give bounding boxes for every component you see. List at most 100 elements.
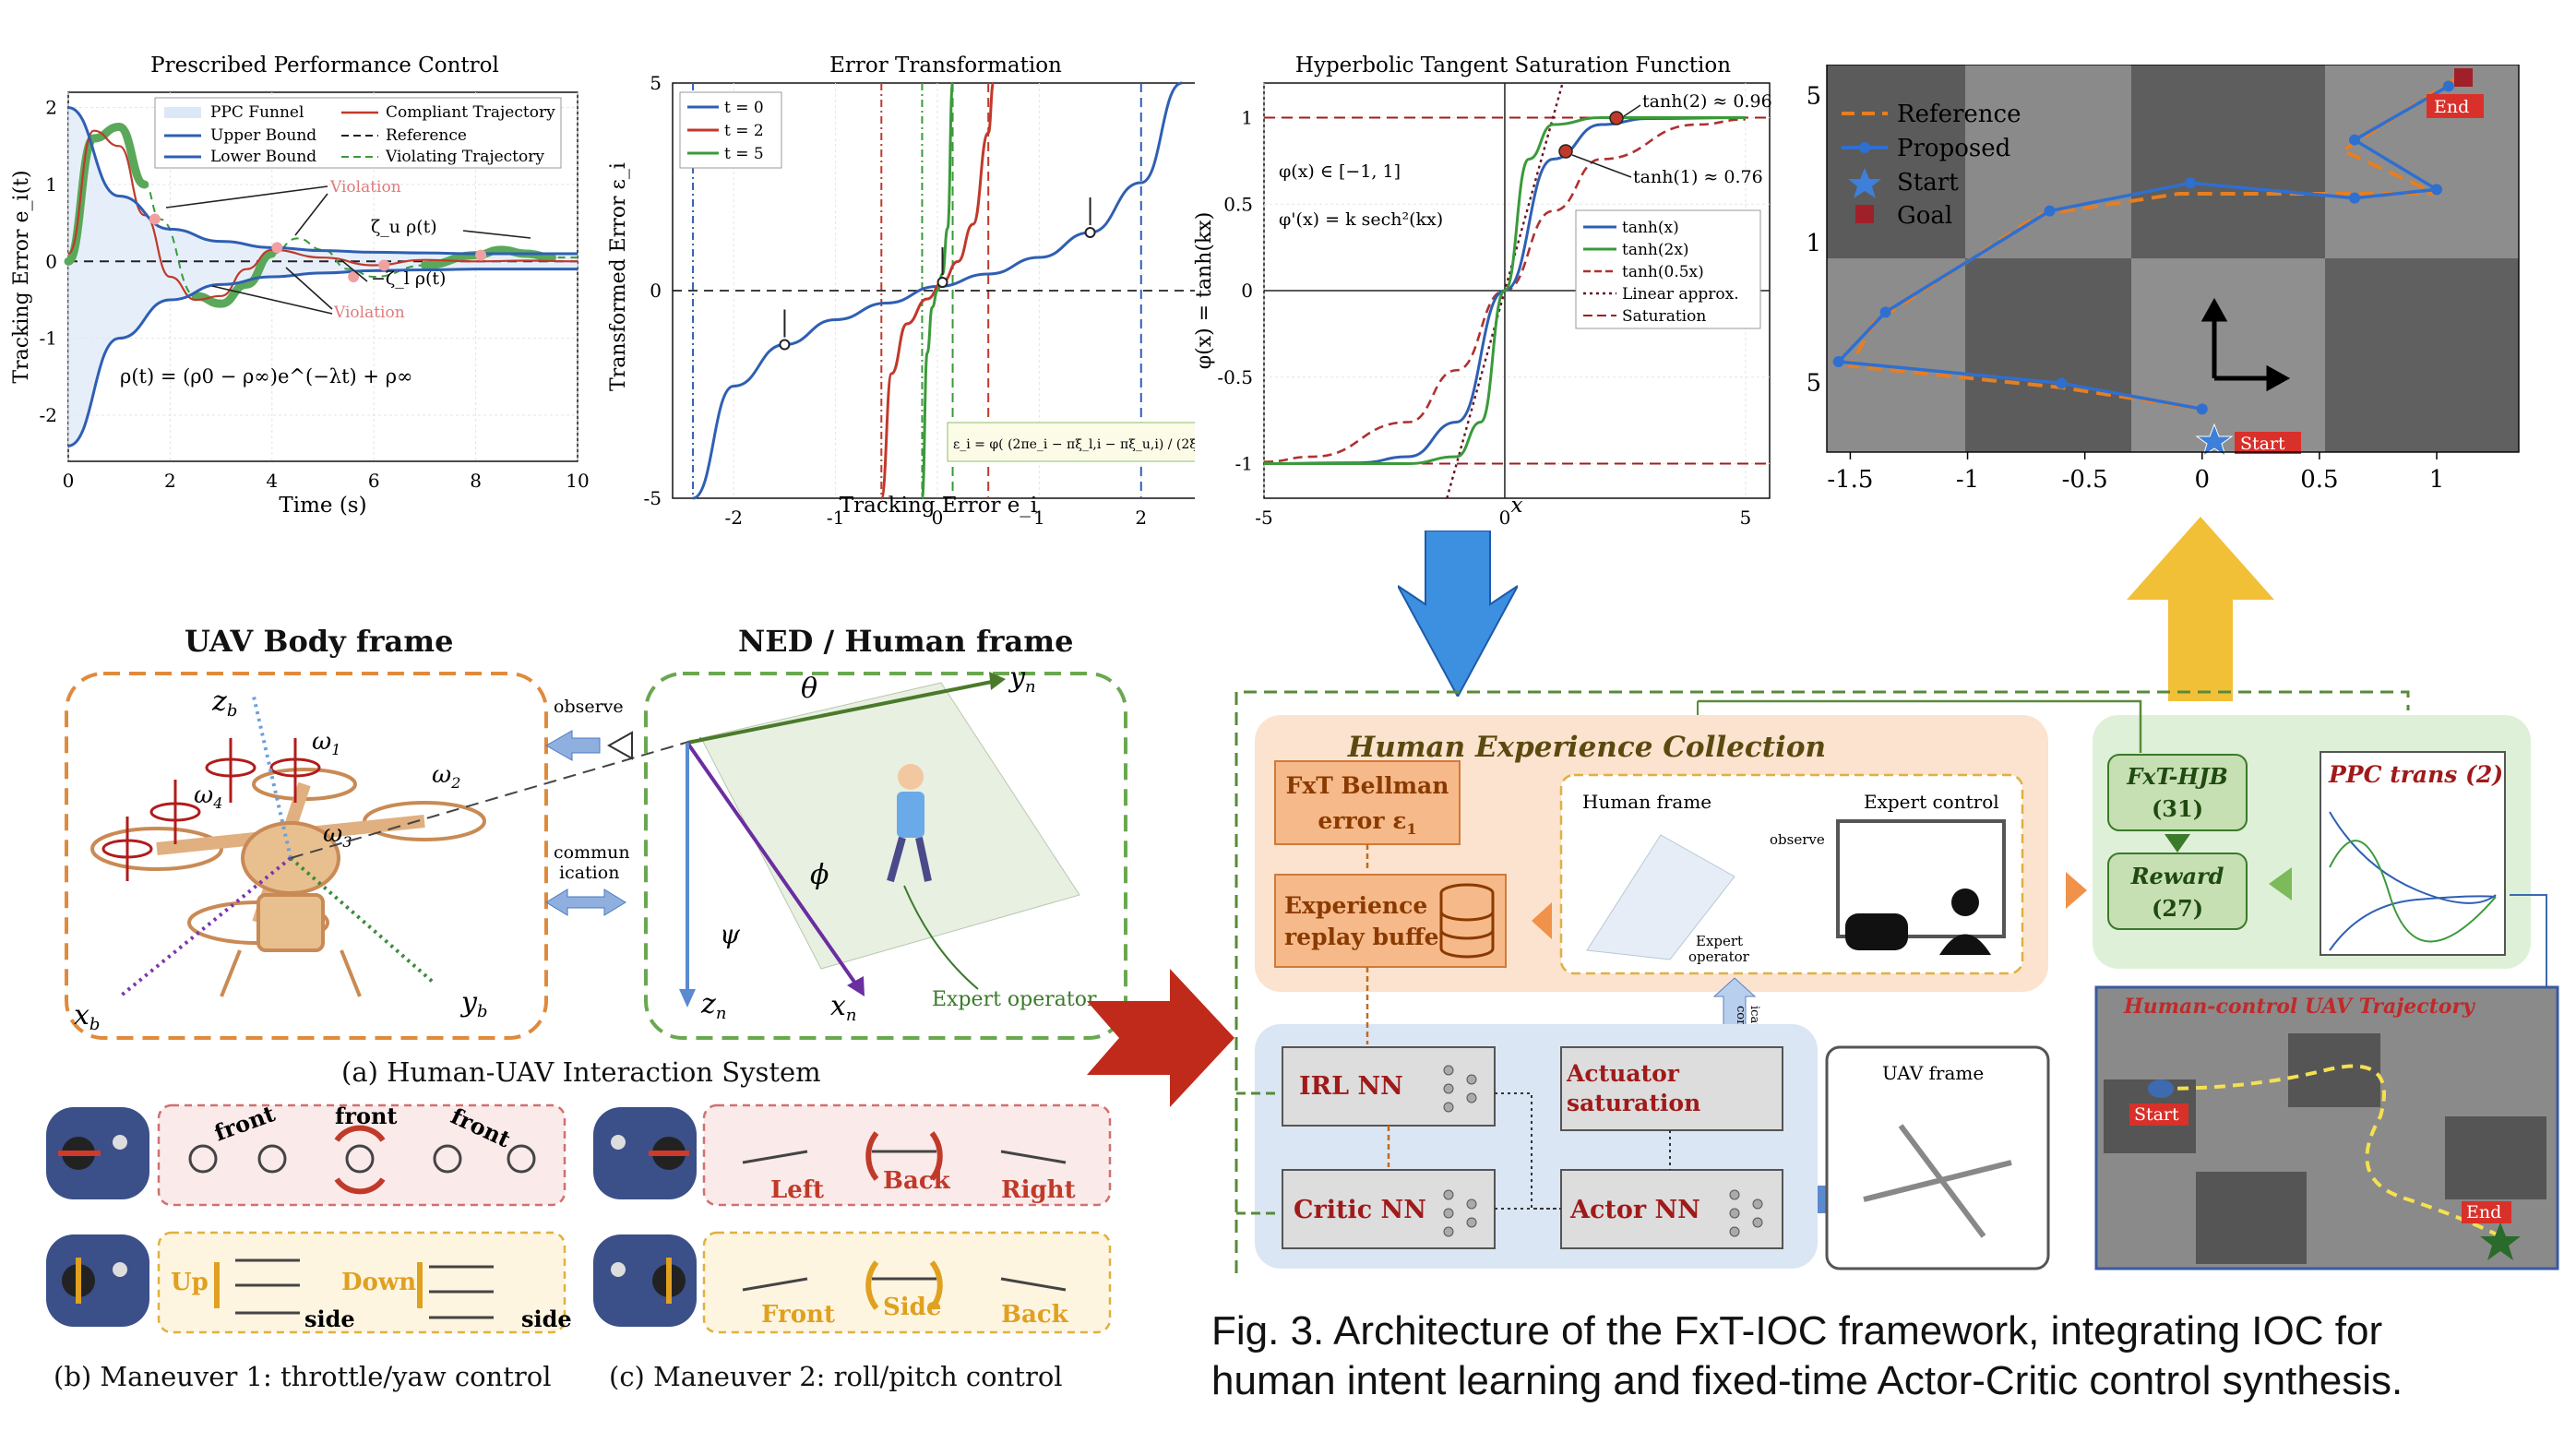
- plot-border: [1826, 65, 2520, 453]
- uav-frame-box: [1825, 1045, 2050, 1270]
- operator-figure-icon: [887, 764, 932, 883]
- side-label-1: side: [304, 1306, 355, 1332]
- side-label-2: side: [521, 1306, 572, 1332]
- expert-operator-label-2: operator: [1688, 948, 1750, 965]
- front-label-c: Front: [761, 1301, 835, 1329]
- x-tick-label: 5: [1740, 507, 1752, 526]
- gamepad-icon: [46, 1107, 149, 1199]
- traj-end-label: End: [2466, 1202, 2501, 1222]
- legend-t5: t = 5: [724, 145, 764, 163]
- axis-yb-label: yb: [459, 986, 487, 1021]
- fig-a-uav-body-title: UAV Body frame: [185, 624, 454, 659]
- annotation-violation-2: Violation: [333, 304, 405, 322]
- back-label-c: Back: [1001, 1301, 1069, 1329]
- actor-nn-box: [1560, 1169, 1783, 1249]
- legend-reference: Reference: [1897, 101, 2021, 128]
- legend-goal: Goal: [1897, 202, 1952, 230]
- y-tick-label: -0.5: [1217, 366, 1253, 388]
- down-label: Down: [341, 1269, 416, 1296]
- gamepad-icon: [593, 1107, 697, 1199]
- replay-label-1: Experience: [1284, 892, 1427, 919]
- legend-upper-bound: Upper Bound: [210, 126, 316, 145]
- y-axis-label: Tracking Error e_i(t): [10, 170, 33, 383]
- rotor-arrows: [101, 738, 321, 881]
- fxt-hjb-box: [2107, 754, 2248, 831]
- communication-label-1: commun: [554, 842, 630, 863]
- gamepad-icon: [593, 1234, 697, 1327]
- irl-nn-label: IRL NN: [1299, 1072, 1403, 1101]
- floor-tiles: [1827, 65, 2519, 452]
- observe-arrow-icon: [544, 730, 601, 761]
- goal-marker: [2454, 68, 2473, 87]
- ppc-trans-box: [2320, 751, 2506, 956]
- theta-label: θ: [801, 673, 817, 705]
- start-label: Start: [2240, 434, 2285, 454]
- x-tick-label: -1: [1956, 466, 1979, 494]
- x-tick-label: 0: [1499, 507, 1511, 526]
- y-tick-label: 2: [45, 97, 57, 119]
- communication-arrow-icon: [545, 888, 626, 916]
- proposed-point: [2442, 80, 2454, 92]
- nn-icons: [1443, 1065, 1763, 1237]
- side-label-c: Side: [883, 1294, 941, 1321]
- fig-c-caption: (c) Maneuver 2: roll/pitch control: [609, 1361, 1063, 1392]
- omega2-label: ω2: [432, 761, 460, 792]
- actuator-label-2: saturation: [1567, 1090, 1700, 1116]
- yaw-panel: [157, 1103, 566, 1207]
- tanh-2x-line: [1264, 115, 1746, 466]
- legend-tanh-half: tanh(0.5x): [1622, 263, 1704, 281]
- proposed-point: [2349, 134, 2361, 146]
- proposed-point: [2044, 205, 2056, 217]
- psi-label: ψ: [720, 919, 741, 949]
- legend: tanh(x) tanh(2x) tanh(0.5x) Linear appro…: [1575, 209, 1761, 329]
- x-tick-label: 1: [2429, 466, 2445, 494]
- actor-nn-label: Actor NN: [1569, 1196, 1700, 1224]
- x-tick-label: -0.5: [2062, 466, 2108, 494]
- x-tick-label: 2: [164, 470, 176, 492]
- replay-label-2: replay buffer: [1284, 924, 1452, 950]
- expert-operator-label-1: Expert: [1696, 933, 1743, 949]
- communication-label-2: ication: [559, 863, 619, 883]
- legend-violating: Violating Trajectory: [385, 148, 544, 166]
- human-traj-line: [2158, 1064, 2501, 1238]
- traj-start-label: Start: [2134, 1104, 2179, 1125]
- omega1-label: ω1: [312, 728, 340, 758]
- annotation-upper-zeta: ζ_u ρ(t): [371, 217, 437, 237]
- fig3-architecture: Human Experience Collection FxT Bellman …: [1234, 690, 2559, 1273]
- legend: PPC Funnel Upper Bound Lower Bound Compl…: [154, 97, 562, 169]
- x-tick-label: 0.5: [2300, 466, 2338, 494]
- proposed-point: [2185, 177, 2197, 189]
- fig3-caption-line2: human intent learning and fixed-time Act…: [1211, 1358, 2403, 1403]
- legend-start: Start: [1897, 169, 1959, 197]
- y-tick-label: 0: [650, 280, 662, 302]
- fxt-hjb-label-2: (31): [2152, 795, 2203, 822]
- reference-path: [1847, 74, 2462, 411]
- fig-a-ned-title: NED / Human frame: [738, 624, 1074, 659]
- violation-point: [378, 259, 390, 271]
- proposed-point: [2056, 377, 2068, 389]
- fig-b-caption: (b) Maneuver 1: throttle/yaw control: [54, 1361, 552, 1392]
- x-tick-label: 10: [566, 470, 589, 492]
- throttle-panel: [157, 1231, 566, 1334]
- y-tick-label: 0: [45, 250, 57, 272]
- legend-compliant: Compliant Trajectory: [386, 103, 555, 122]
- sample-point: [779, 339, 791, 351]
- x-tick-label: 0: [63, 470, 75, 492]
- right-arrow-icon: [1087, 969, 1234, 1107]
- series-t5-line: [920, 81, 955, 500]
- omega3-label: ω3: [323, 820, 352, 851]
- ned-frame-box: [644, 672, 1127, 1040]
- annotation-derivative: φ'(x) = k sech²(kx): [1279, 209, 1443, 230]
- x-tick-label: 4: [266, 470, 278, 492]
- axis-zn-label: zn: [700, 988, 726, 1023]
- y-tick-label: 0.5: [1223, 193, 1253, 215]
- gamepad-icon: [1845, 913, 1908, 950]
- x-tick-label: 2: [1135, 507, 1147, 526]
- monitor-icon: [1836, 819, 2006, 938]
- fxt-hjb-label-1: FxT-HJB: [2126, 763, 2228, 790]
- annotation-tanh1: tanh(1) ≈ 0.76: [1633, 167, 1763, 187]
- chart-title: Hyperbolic Tangent Saturation Function: [1295, 54, 1731, 78]
- x-axis-label: Tracking Error e_i: [840, 494, 1037, 518]
- x-axis-label: x: [1511, 494, 1523, 518]
